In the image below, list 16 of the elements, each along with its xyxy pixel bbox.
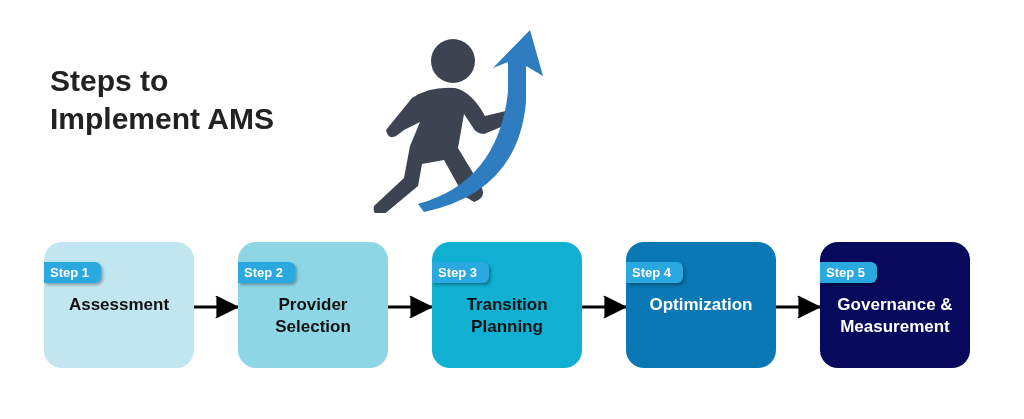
- step-tag: Step 4: [626, 262, 683, 283]
- step-tag: Step 3: [432, 262, 489, 283]
- step-label: Assessment: [67, 294, 171, 316]
- step-card: [432, 242, 582, 368]
- step-label: Provider Selection: [274, 294, 352, 338]
- step-tag: Step 5: [820, 262, 877, 283]
- step-label: Optimization: [648, 294, 754, 316]
- step-card: [626, 242, 776, 368]
- step-tag: Step 1: [44, 262, 101, 283]
- step-card: [238, 242, 388, 368]
- diagram-title: Steps to Implement AMS: [50, 63, 275, 137]
- step-card: [820, 242, 970, 368]
- step-card: [44, 242, 194, 368]
- step-label: Transition Planning: [465, 294, 549, 338]
- step-label: Governance & Measurement: [836, 294, 954, 338]
- step-tag: Step 2: [238, 262, 295, 283]
